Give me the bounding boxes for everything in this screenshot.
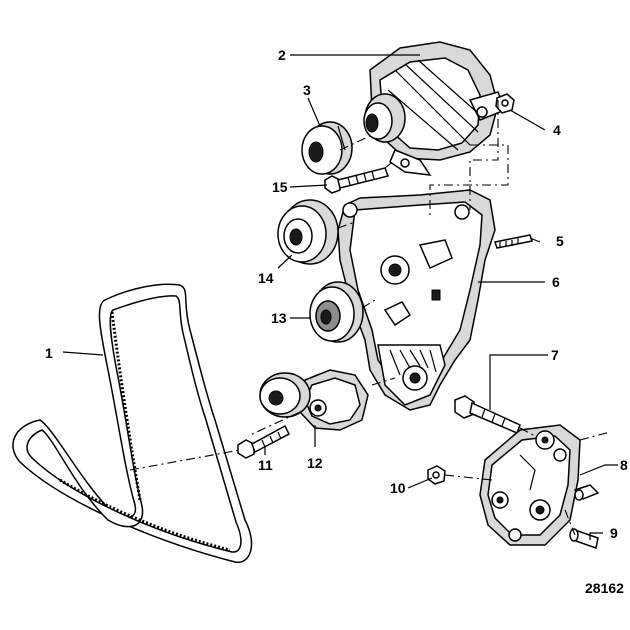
callout-10: 10 [390,480,406,496]
callout-13: 13 [271,310,287,326]
callout-14: 14 [258,270,274,286]
idler-pulley-grooved [309,281,364,343]
callout-labels: 1 2 3 4 5 6 7 8 9 10 11 12 13 14 15 [45,47,628,541]
callout-4: 4 [553,122,561,138]
lower-bracket [479,424,581,546]
callout-2: 2 [278,47,286,63]
callout-6: 6 [552,274,560,290]
callout-8: 8 [620,457,628,473]
mounting-bracket [337,189,496,411]
dowel-stud-upper [573,484,600,501]
callout-5: 5 [556,233,564,249]
alignment-lines [129,100,611,536]
callout-11: 11 [258,457,273,473]
serpentine-belt [12,283,253,563]
alternator-pulley [301,121,353,175]
bolt [324,167,389,194]
stud [494,234,533,249]
callout-7: 7 [551,347,559,363]
long-bolt [454,395,521,434]
tensioner-bolt [237,424,290,459]
callout-1: 1 [45,345,53,361]
leader-lines [62,54,618,540]
callout-9: 9 [610,525,618,541]
alternator [363,41,506,176]
lower-nut [427,465,446,485]
callout-3: 3 [303,82,311,98]
figure-number: 28162 [585,580,624,596]
nut [495,93,515,114]
idler-pulley [277,199,339,265]
callout-15: 15 [272,179,288,195]
belt-tensioner [259,369,369,431]
callout-12: 12 [307,455,323,471]
